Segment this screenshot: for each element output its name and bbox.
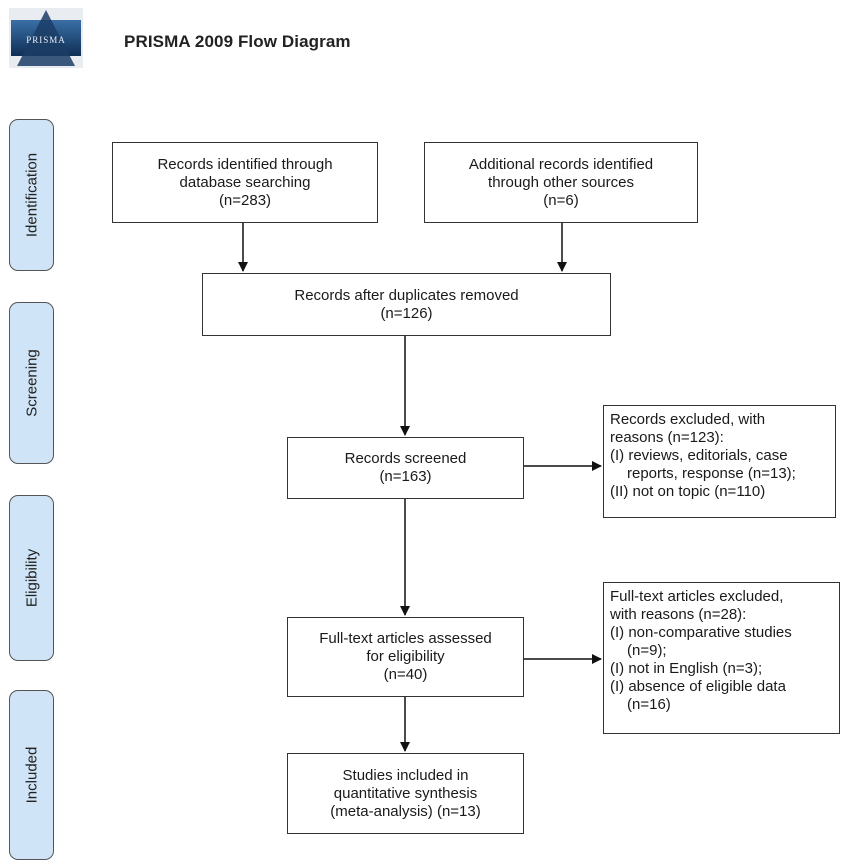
prisma-logo: PRISMA [9, 8, 83, 68]
box-text: (I) reviews, editorials, case [610, 447, 788, 464]
page-title: PRISMA 2009 Flow Diagram [124, 32, 351, 51]
box-text: for eligibility [366, 648, 445, 665]
box-text: Records excluded, with [610, 411, 766, 428]
box-text: Additional records identified [468, 155, 654, 173]
box-duplicates-removed: Records after duplicates removed (n=126) [202, 273, 611, 336]
stage-eligibility: Eligibility [9, 495, 54, 661]
box-text: reports, response (n=13); [627, 465, 796, 482]
box-records-excluded: Records excluded, with reasons (n=123): … [603, 405, 836, 518]
stage-included: Included [9, 690, 54, 860]
box-fulltext-assessed: Full-text articles assessed for eligibil… [287, 617, 524, 697]
box-count: (n=283) [218, 191, 272, 209]
box-text: Full-text articles excluded, [610, 588, 784, 605]
box-fulltext-excluded: Full-text articles excluded, with reason… [603, 582, 840, 734]
box-text: (I) absence of eligible data [610, 678, 786, 695]
box-text: with reasons (n=28): [610, 606, 747, 623]
box-text: Records screened [344, 450, 467, 467]
box-text: reasons (n=123): [610, 429, 724, 446]
box-text: (I) non-comparative studies [610, 624, 792, 641]
box-studies-included: Studies included in quantitative synthes… [287, 753, 524, 834]
box-text: quantitative synthesis [333, 784, 478, 802]
box-text: Records after duplicates removed [294, 286, 519, 304]
box-text: through other sources [488, 173, 634, 191]
box-text: (n=16) [627, 696, 671, 713]
box-count: (n=40) [383, 666, 428, 683]
box-records-screened: Records screened (n=163) [287, 437, 524, 499]
box-text: (I) not in English (n=3); [610, 660, 763, 677]
box-text: database searching [179, 173, 311, 191]
box-text: Records identified through [157, 155, 333, 173]
logo-wordmark: PRISMA [26, 35, 66, 45]
box-text: Studies included in [342, 766, 469, 784]
box-text: (II) not on topic (n=110) [610, 483, 766, 500]
box-count: (n=126) [380, 304, 433, 322]
box-count: (n=163) [379, 468, 432, 485]
stage-identification: Identification [9, 119, 54, 271]
box-database-records: Records identified through database sear… [112, 142, 378, 223]
box-text: (n=9); [627, 642, 667, 659]
box-count: (n=6) [543, 191, 579, 209]
stage-screening: Screening [9, 302, 54, 464]
box-text: Full-text articles assessed [319, 630, 492, 647]
box-other-sources: Additional records identified through ot… [424, 142, 698, 223]
box-text: (meta-analysis) (n=13) [330, 802, 481, 820]
